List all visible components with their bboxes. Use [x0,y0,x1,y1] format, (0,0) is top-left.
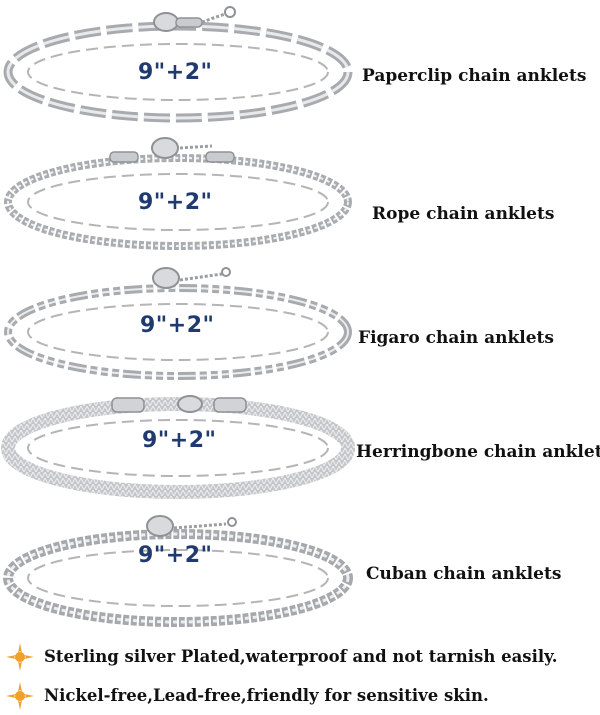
lobster-clasp-icon [153,6,236,32]
feature-item: Sterling silver Plated,waterproof and no… [0,641,600,675]
size-label: 9"+2" [140,313,215,338]
chain-name-figaro: Figaro chain anklets [358,328,554,348]
anklet-row-herringbone: 9"+2" Herringbone chain anklets [0,388,600,510]
lobster-clasp-icon [109,137,235,163]
chain-name-cuban: Cuban chain anklets [366,564,562,584]
size-label: 9"+2" [138,60,213,85]
figaro-chain-image [4,267,352,380]
herringbone-chain-image [1,395,355,499]
sun-star-icon [6,682,34,710]
feature-text: Sterling silver Plated,waterproof and no… [44,647,558,666]
cuban-chain-image [3,515,353,627]
lobster-clasp-icon [152,267,231,289]
lobster-clasp-icon [146,515,237,537]
anklet-row-figaro: 9"+2" Figaro chain anklets [0,260,600,388]
sun-star-icon [6,643,34,671]
size-label: 9"+2" [138,543,213,568]
size-label: 9"+2" [138,190,213,215]
anklet-row-paperclip: 9"+2" Paperclip chain anklets [0,0,600,128]
size-label: 9"+2" [142,428,217,453]
feature-item: Nickel-free,Lead-free,friendly for sensi… [0,680,600,714]
anklet-row-rope: 9"+2" Rope chain anklets [0,128,600,260]
chain-name-herringbone: Herringbone chain anklets [356,442,600,462]
anklet-row-cuban: 9"+2" Cuban chain anklets [0,510,600,638]
paperclip-chain-image [3,6,353,123]
lobster-clasp-icon [111,395,247,413]
chain-name-rope: Rope chain anklets [372,204,555,224]
feature-text: Nickel-free,Lead-free,friendly for sensi… [44,686,489,705]
chain-name-paperclip: Paperclip chain anklets [362,66,587,86]
rope-chain-image [4,137,352,250]
